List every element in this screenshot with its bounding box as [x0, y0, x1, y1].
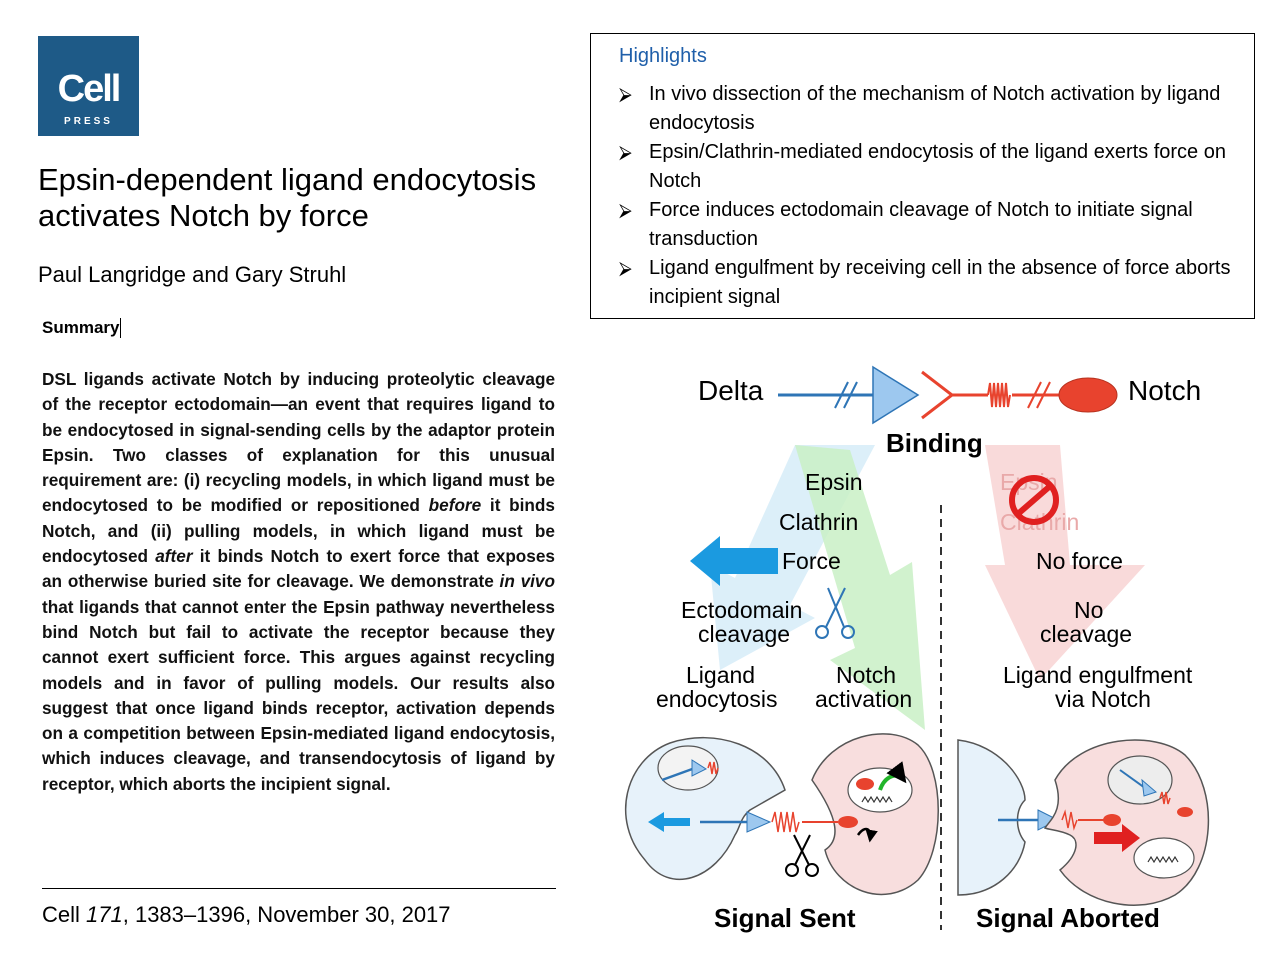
pathway-arrow-green — [795, 445, 925, 730]
break-mark — [1036, 381, 1051, 409]
highlight-item: ⮚ Ligand engulfment by receiving cell in … — [619, 254, 1234, 312]
summary-emphasis: after — [155, 546, 193, 567]
release-arrow-icon — [856, 827, 878, 843]
graphical-abstract: Delta Notch Binding Epsin Clathrin Force… — [624, 365, 1210, 933]
break-mark — [834, 381, 849, 409]
notch-repeats-icon — [987, 382, 1011, 408]
arrow-bullet-icon: ⮚ — [619, 142, 632, 162]
sending-cell-aborted — [957, 739, 1060, 896]
logo-subtitle: PRESS — [64, 116, 113, 127]
break-mark — [1027, 381, 1042, 409]
pull-arrow-icon — [648, 812, 690, 832]
notch-binding-site-icon — [921, 370, 955, 420]
force-label: Force — [782, 548, 841, 574]
dna-icon — [1147, 855, 1179, 864]
divider — [42, 888, 556, 889]
highlight-text: In vivo dissection of the mechanism of N… — [649, 83, 1221, 134]
logo-word: Cell — [57, 68, 122, 110]
citation-details: , 1383–1396, November 30, 2017 — [122, 902, 451, 927]
paper-title: Epsin-dependent ligand endocytosis activ… — [38, 162, 537, 233]
engulfment-arrow-icon — [1094, 824, 1140, 852]
delta-label: Delta — [698, 375, 764, 406]
endocytosis-label: endocytosis — [656, 686, 777, 712]
no-cleavage-label: cleavage — [1040, 621, 1132, 647]
summary-segment: it binds Notch to exert force that expos… — [42, 546, 555, 592]
summary-emphasis: before — [428, 495, 482, 516]
no-force-label: No force — [1036, 548, 1123, 574]
receiving-cell-engulfing — [1043, 739, 1210, 906]
signal-sending-cell — [624, 736, 786, 880]
notch-activation-label-2: activation — [815, 686, 912, 712]
citation-journal: Cell — [42, 902, 87, 927]
highlight-item: ⮚ Force induces ectodomain cleavage of No… — [619, 196, 1234, 254]
clathrin-label: Clathrin — [779, 509, 858, 535]
cleavage-scissors-icon — [785, 834, 819, 877]
arrow-bullet-icon: ⮚ — [619, 84, 632, 104]
paper-authors: Paul Langridge and Gary Struhl — [38, 262, 347, 287]
scissors-icon — [815, 587, 855, 639]
signal-aborted-label: Signal Aborted — [976, 903, 1160, 933]
highlights-box: Highlights ⮚ In vivo dissection of the me… — [590, 33, 1255, 319]
highlight-text: Ligand engulfment by receiving cell in t… — [649, 257, 1231, 308]
citation-volume: 171 — [86, 902, 123, 927]
arrow-bullet-icon: ⮚ — [619, 200, 632, 220]
highlight-text: Epsin/Clathrin-mediated endocytosis of t… — [649, 141, 1226, 192]
signal-receiving-cell — [771, 733, 939, 896]
engulfment-label: Ligand engulfment — [1003, 662, 1193, 688]
dna-icon — [861, 795, 893, 804]
notch-activation-label-1: Notch — [836, 662, 896, 688]
summary-text: DSL ligands activate Notch by inducing p… — [42, 367, 555, 797]
cell-press-logo: Cell PRESS — [38, 36, 139, 136]
endosome-icon — [657, 745, 719, 791]
ligand-label: Ligand — [686, 662, 755, 688]
highlight-item: ⮚ In vivo dissection of the mechanism of … — [619, 80, 1234, 138]
highlight-text: Force induces ectodomain cleavage of Not… — [649, 199, 1193, 250]
binding-label: Binding — [886, 428, 983, 458]
pathway-arrow-pink — [985, 445, 1145, 680]
summary-heading: Summary — [42, 318, 122, 338]
via-notch-label: via Notch — [1055, 686, 1151, 712]
prohibited-icon — [1009, 475, 1059, 525]
no-label: No — [1074, 597, 1103, 623]
summary-emphasis: in vivo — [499, 571, 555, 592]
citation: Cell 171, 1383–1396, November 30, 2017 — [42, 902, 451, 928]
summary-segment: DSL ligands activate Notch by inducing p… — [42, 369, 555, 516]
activation-arrow-icon — [878, 761, 907, 791]
summary-segment: that ligands that cannot enter the Epsin… — [42, 596, 555, 794]
highlight-item: ⮚ Epsin/Clathrin-mediated endocytosis of … — [619, 138, 1234, 196]
notch-intracellular-icon — [1058, 377, 1118, 413]
notch-label: Notch — [1128, 375, 1201, 406]
break-mark — [843, 381, 858, 409]
highlights-list: ⮚ In vivo dissection of the mechanism of … — [619, 80, 1234, 312]
highlights-title: Highlights — [619, 45, 707, 67]
epsin-label: Epsin — [805, 469, 863, 495]
arrow-bullet-icon: ⮚ — [619, 258, 632, 278]
force-arrow-icon — [690, 536, 778, 586]
cleavage-label: cleavage — [698, 621, 790, 647]
summary-segment: it binds Notch, and (ii) pulling models,… — [42, 495, 555, 567]
ectodomain-label: Ectodomain — [681, 597, 802, 623]
signal-sent-label: Signal Sent — [714, 903, 856, 933]
delta-ligand-icon — [872, 365, 920, 425]
